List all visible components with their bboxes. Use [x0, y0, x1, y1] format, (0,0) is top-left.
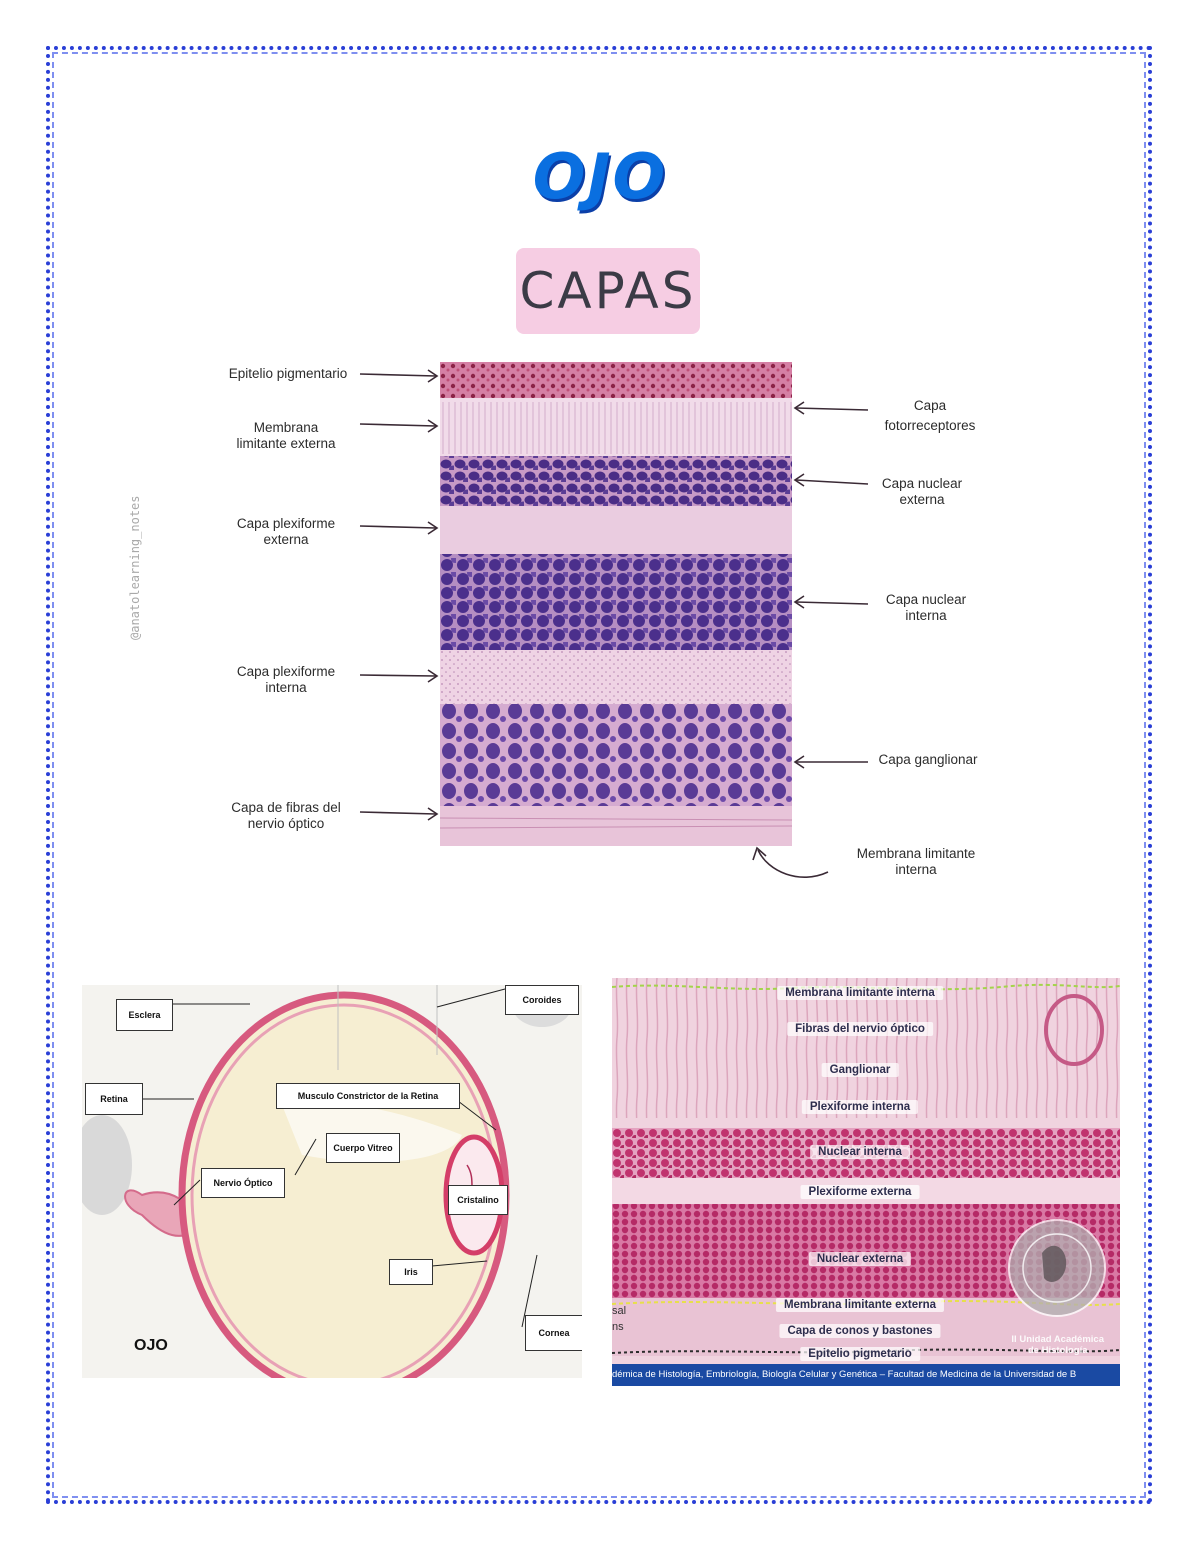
label-capa-fibras-nervio-1: Capa de fibras del [231, 800, 341, 815]
rtag-ganglionar: Ganglionar [821, 1063, 899, 1077]
label-capa-fibras-nervio-2: nervio óptico [247, 816, 325, 831]
cut-text-2: ns [612, 1321, 624, 1333]
tag-cristalino: Cristalino [448, 1185, 508, 1215]
tag-musculo-constrictor: Musculo Constrictor de la Retina [276, 1083, 460, 1109]
label-membrana-limitante-externa-1: Membrana [253, 420, 319, 435]
label-membrana-limitante-externa-2: limitante externa [236, 436, 336, 451]
eye-section-art [82, 985, 572, 1378]
tag-esclera: Esclera [116, 999, 173, 1031]
label-capa-ganglionar: Capa ganglionar [878, 752, 978, 767]
label-capa-nuclear-interna-1: Capa nuclear [885, 592, 967, 607]
rtag-nuclear-externa: Nuclear externa [808, 1252, 912, 1266]
subtitle-box: CAPAS [516, 248, 700, 334]
label-membrana-limitante-interna-2: interna [895, 862, 937, 877]
retina-histology-art [440, 362, 792, 846]
rtag-membrana-limitante-interna: Membrana limitante interna [777, 986, 943, 1000]
label-capa-plexiforme-interna-2: interna [265, 680, 307, 695]
tag-nervio-optico: Nervio Óptico [201, 1168, 285, 1198]
retina-arrows [359, 369, 869, 878]
retina-histology-image [440, 362, 792, 846]
label-capa-plexiforme-externa-2: externa [263, 532, 309, 547]
label-membrana-limitante-interna-1: Membrana limitante [856, 846, 976, 861]
label-capa-fotorreceptores-2: fotorreceptores [884, 418, 976, 433]
label-epitelio-pigmentario: Epitelio pigmentario [228, 366, 348, 381]
rtag-fibras-nervio-optico: Fibras del nervio óptico [787, 1022, 933, 1036]
retina-photo-footer: démica de Histología, Embriología, Biolo… [612, 1364, 1120, 1386]
retina-photo-image: Membrana limitante interna Fibras del ne… [612, 978, 1120, 1386]
rtag-capa-conos-bastones: Capa de conos y bastones [779, 1324, 941, 1338]
rtag-membrana-limitante-externa: Membrana limitante externa [775, 1298, 945, 1312]
subtitle: CAPAS [519, 262, 697, 320]
seal-caption-1: II Unidad Académica [1011, 1334, 1104, 1345]
eye-section-image: Esclera Coroides Retina Musculo Constric… [82, 985, 582, 1378]
eye-caption: OJO [134, 1337, 168, 1354]
label-capa-nuclear-externa-2: externa [899, 492, 945, 507]
label-capa-fotorreceptores-1: Capa [913, 398, 947, 413]
rtag-plexiforme-interna: Plexiforme interna [801, 1100, 919, 1114]
label-capa-plexiforme-interna-1: Capa plexiforme [236, 664, 336, 679]
cut-text-1: sal [612, 1305, 627, 1317]
seal-caption-2: de Histología [1027, 1345, 1088, 1356]
seal-caption: II Unidad Académica de Histología [1011, 1334, 1104, 1356]
tag-coroides: Coroides [505, 985, 579, 1015]
rtag-nuclear-interna: Nuclear interna [810, 1145, 910, 1159]
tag-retina: Retina [85, 1083, 143, 1115]
tag-iris: Iris [389, 1259, 433, 1285]
tag-cornea: Cornea [525, 1315, 582, 1351]
page-title: OJO [532, 140, 668, 213]
rtag-plexiforme-externa: Plexiforme externa [800, 1185, 920, 1199]
tag-cuerpo-vitreo: Cuerpo Vitreo [326, 1133, 400, 1163]
rtag-epitelio-pigmentario: Epitelio pigmetario [800, 1347, 920, 1361]
label-capa-nuclear-interna-2: interna [905, 608, 947, 623]
label-capa-nuclear-externa-1: Capa nuclear [881, 476, 963, 491]
cut-text: sal ns [612, 1303, 626, 1335]
page-border [46, 46, 1152, 1504]
label-capa-plexiforme-externa-1: Capa plexiforme [236, 516, 336, 531]
